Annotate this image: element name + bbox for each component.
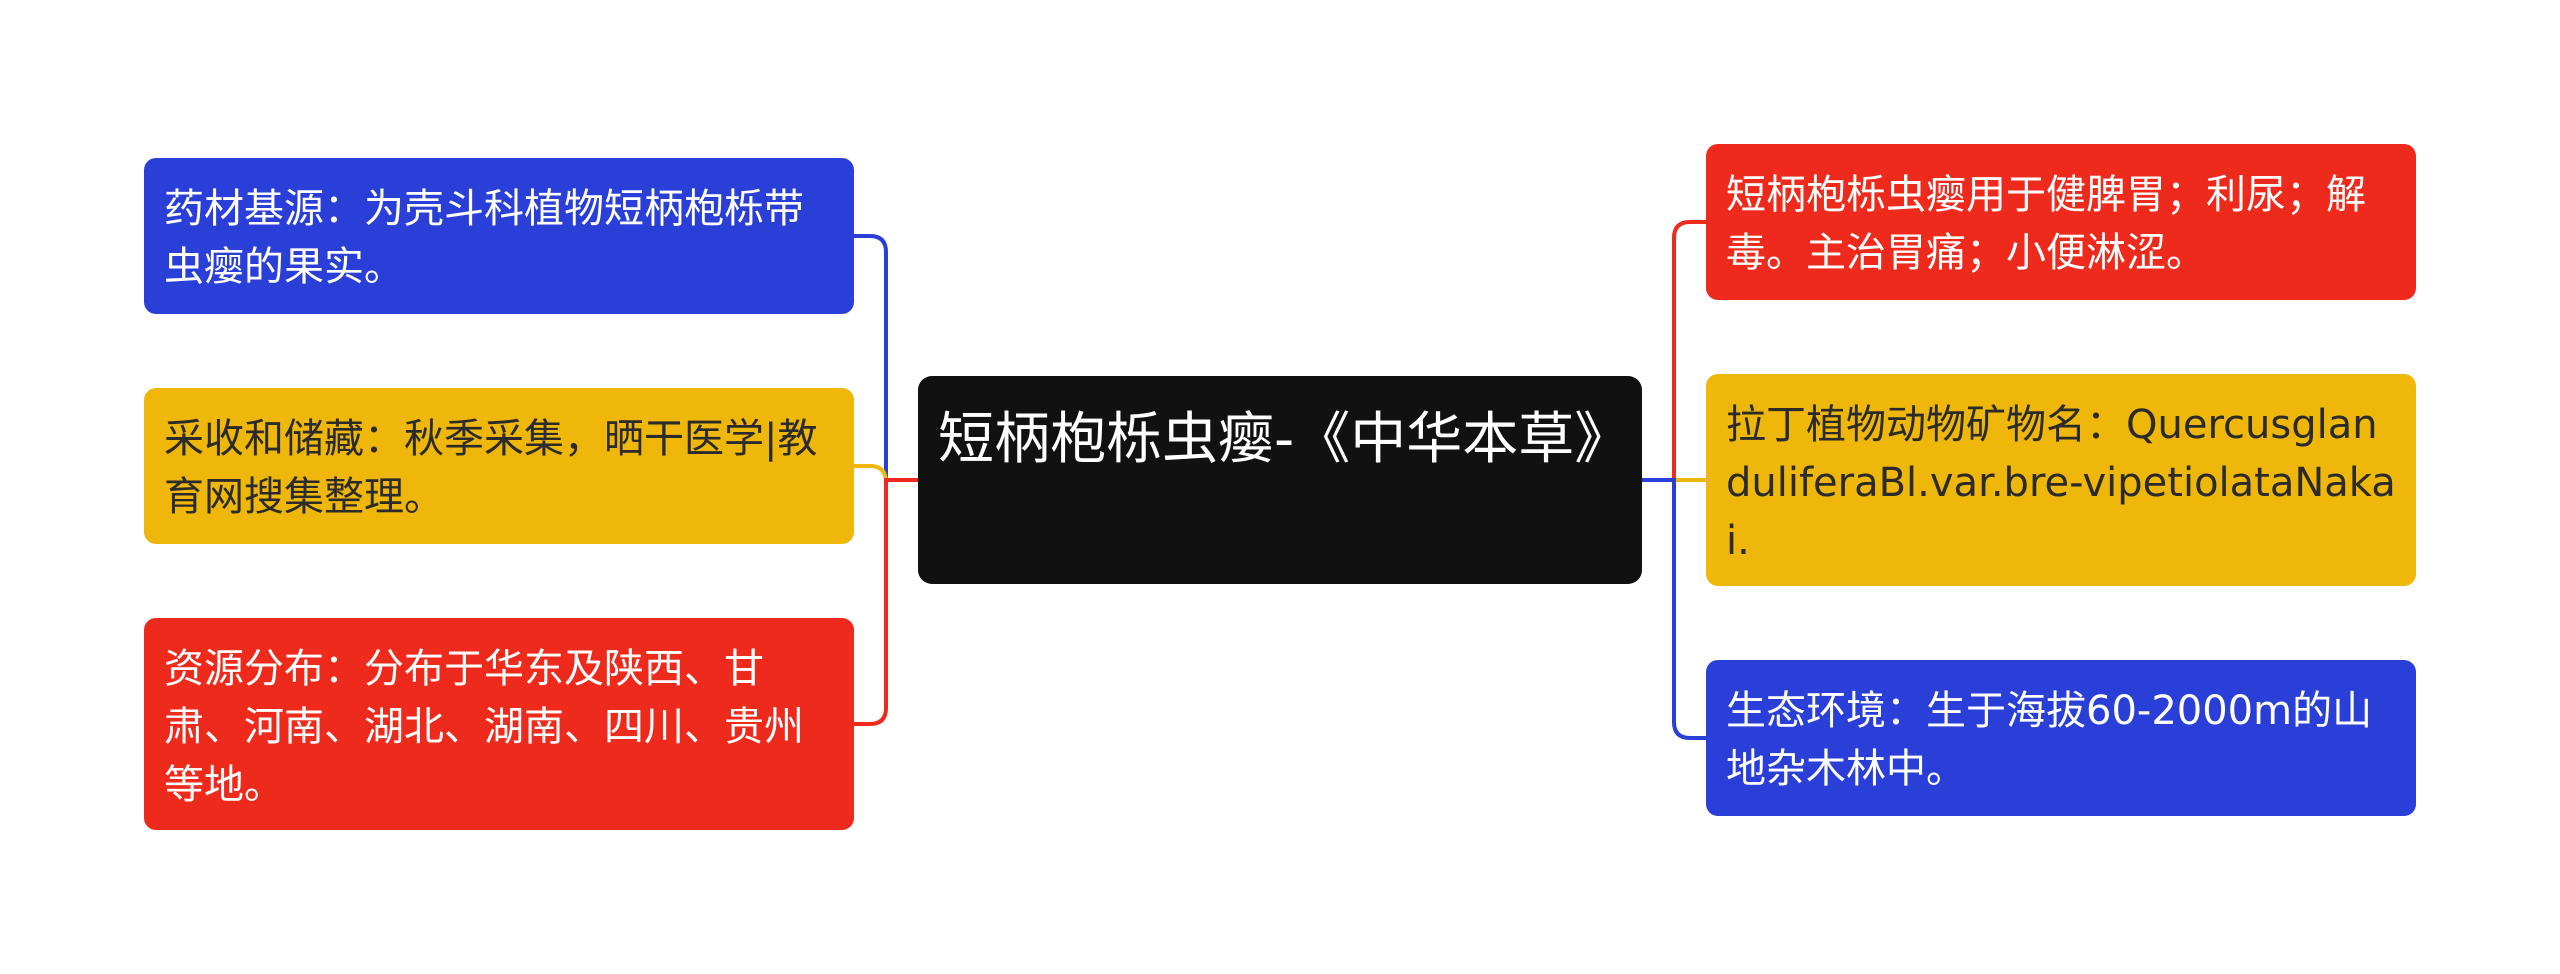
connector-line [1640, 220, 1708, 482]
root-topic[interactable]: 短柄枹栎虫瘿-《中华本草》 [918, 376, 1642, 584]
branch-node-harvest[interactable]: 采收和储藏：秋季采集，晒干医学|教育网搜集整理。 [144, 388, 854, 544]
branch-node-distribution[interactable]: 资源分布：分布于华东及陕西、甘肃、河南、湖北、湖南、四川、贵州等地。 [144, 618, 854, 830]
branch-node-source[interactable]: 药材基源：为壳斗科植物短柄枹栎带虫瘿的果实。 [144, 158, 854, 314]
branch-node-usage[interactable]: 短柄枹栎虫瘿用于健脾胃；利尿；解毒。主治胃痛；小便淋涩。 [1706, 144, 2416, 300]
connector-line [852, 478, 920, 726]
branch-node-latin-name[interactable]: 拉丁植物动物矿物名：QuercusglanduliferaBl.var.bre-… [1706, 374, 2416, 586]
connector-line [1640, 478, 1708, 740]
connector-line [852, 234, 920, 482]
branch-node-habitat[interactable]: 生态环境：生于海拔60-2000m的山地杂木林中。 [1706, 660, 2416, 816]
